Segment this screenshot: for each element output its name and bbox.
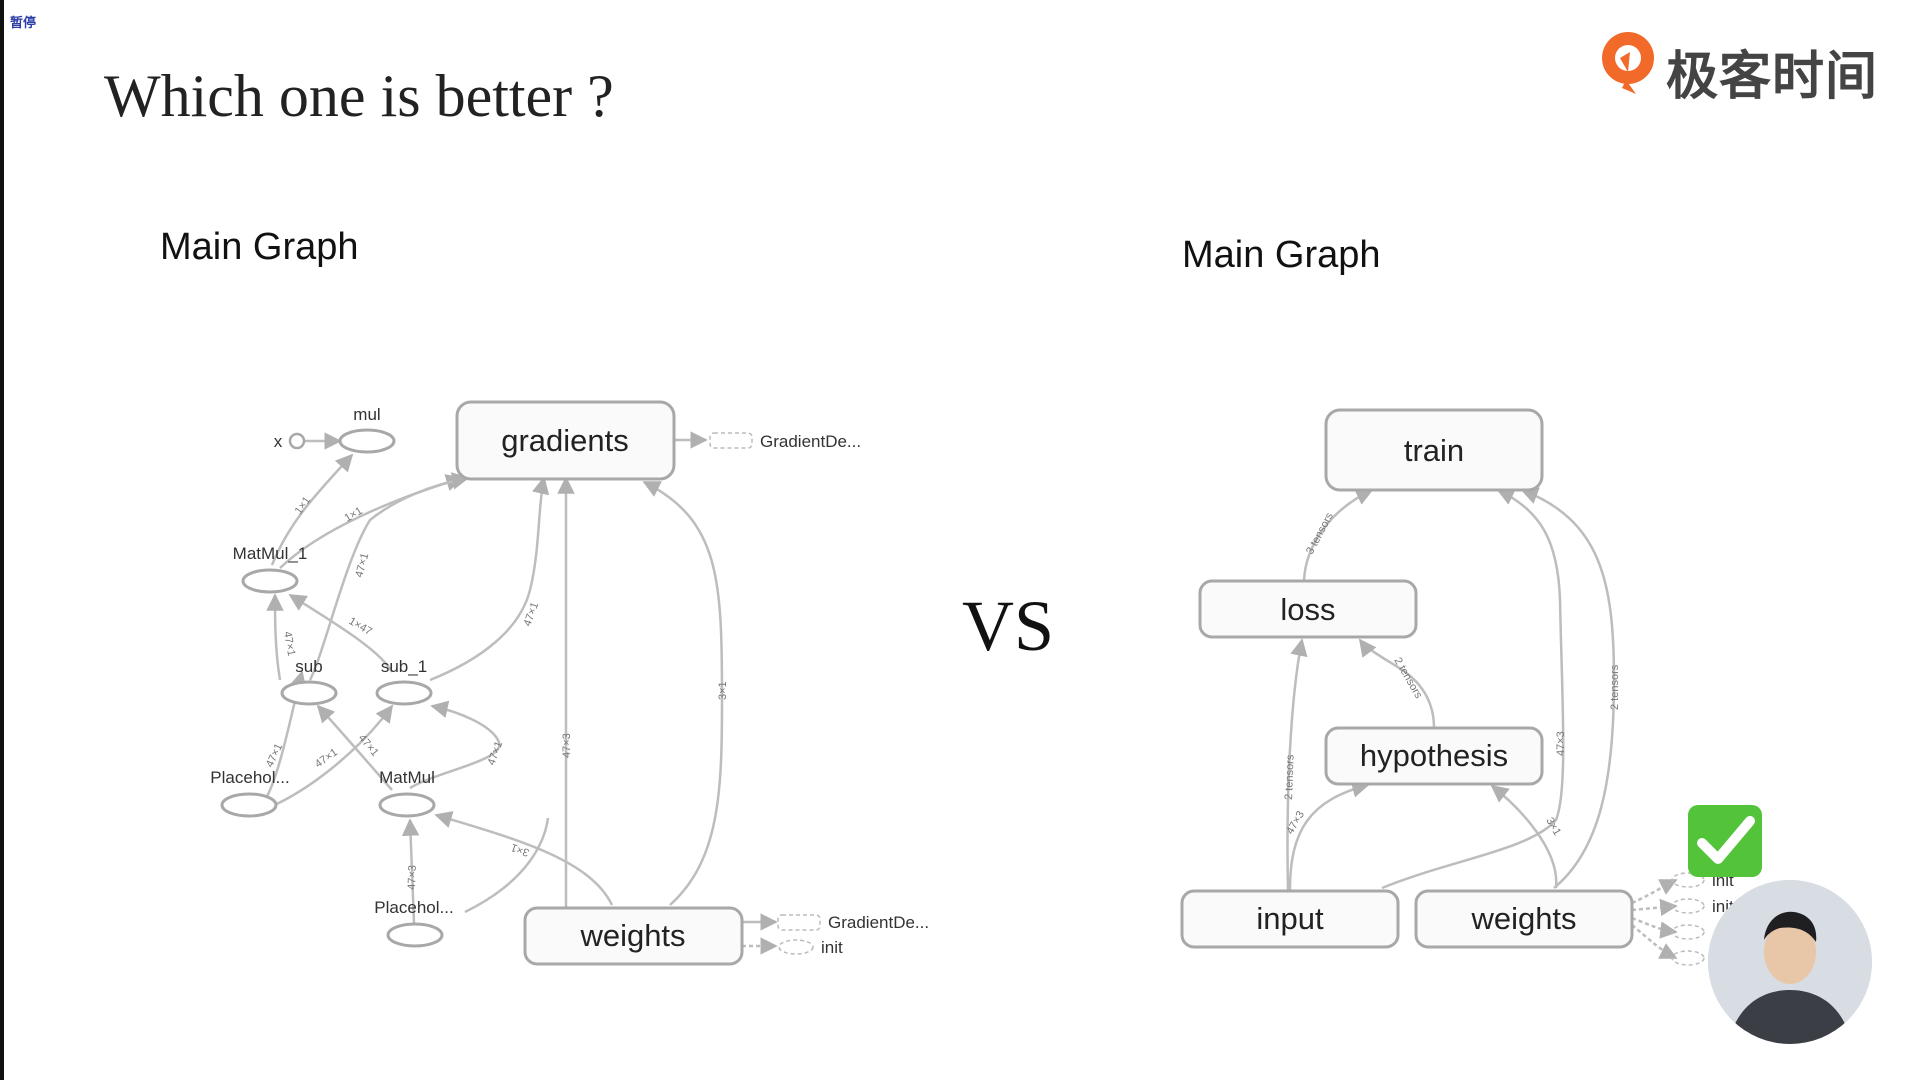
node-gradients[interactable] xyxy=(455,400,676,481)
presenter-webcam xyxy=(1708,880,1872,1044)
vs-label: VS xyxy=(962,586,1055,666)
node-sub[interactable] xyxy=(280,680,338,706)
left-graph-nodes: gradients weights mul x MatMul_1 sub sub… xyxy=(210,400,929,966)
node-matmul-label: MatMul xyxy=(379,768,435,787)
brand-logo-text: 极客时间 xyxy=(1666,47,1879,107)
node-gradient-descent-bottom-label: GradientDe... xyxy=(828,913,929,932)
node-train[interactable] xyxy=(1324,408,1544,492)
pause-tag[interactable]: 暂停 xyxy=(10,16,37,31)
edge-label-weights-grad-right: 3×1 xyxy=(717,681,729,700)
node-init-right-4[interactable] xyxy=(1671,950,1705,966)
edge-sub1-gradients xyxy=(429,476,550,682)
edge-label-matmul-sub1: 47×1 xyxy=(486,740,506,767)
edge-weights-init-4 xyxy=(1631,924,1678,960)
left-edge-bar xyxy=(0,0,4,1080)
node-mul[interactable] xyxy=(338,428,396,454)
node-train-label: train xyxy=(1404,433,1464,468)
right-graph-title: Main Graph xyxy=(1182,234,1381,276)
node-weights-right[interactable] xyxy=(1414,889,1634,949)
edge-label-sub-grad: 47×1 xyxy=(353,552,371,579)
edge-label-loss-train: 3 tensors xyxy=(1304,510,1336,556)
edge-label-x-mul: 1×1 xyxy=(293,495,314,517)
node-matmul[interactable] xyxy=(378,792,436,818)
edge-input-hyp xyxy=(1288,780,1370,891)
right-graph-nodes: train loss hypothesis input weights init… xyxy=(1180,408,1734,966)
edge-sub-matmul1 xyxy=(266,593,284,681)
node-placeholder-b[interactable] xyxy=(386,922,444,948)
presenter-avatar-icon xyxy=(1708,880,1872,1044)
node-loss-label: loss xyxy=(1280,592,1335,627)
left-graph-edges xyxy=(263,431,778,955)
edge-matmul1-mul xyxy=(270,453,354,566)
node-placeholder-a[interactable] xyxy=(220,792,278,818)
node-matmul-1-label: MatMul_1 xyxy=(233,544,308,563)
brand-logo-icon xyxy=(1602,32,1654,94)
node-x-label: x xyxy=(274,432,283,451)
edge-sub1-matmul1 xyxy=(288,593,394,673)
edge-label-matmul1-grad: 1×1 xyxy=(343,505,365,525)
edge-matmul-sub xyxy=(316,704,393,791)
node-weights-left-label: weights xyxy=(579,918,685,953)
node-weights-left[interactable] xyxy=(523,906,744,966)
edge-weights-hyp xyxy=(1490,784,1558,889)
node-weights-right-label: weights xyxy=(1470,901,1576,936)
node-placeholder-a-label: Placehol... xyxy=(210,768,289,787)
edge-weights-gradients-right xyxy=(642,480,724,906)
node-sub-label: sub xyxy=(295,657,322,676)
brand-logo: 极客时间 xyxy=(1596,28,1886,107)
edge-input-loss xyxy=(1286,638,1308,891)
edge-label-weights-grad-mid: 47×3 xyxy=(561,733,573,758)
edge-weights-init-2 xyxy=(1631,898,1678,917)
edge-weights-train-b xyxy=(1520,487,1616,889)
node-input[interactable] xyxy=(1180,889,1400,949)
right-graph-edge-labels: 3 tensors 2 tensors 2 tensors 47×3 3×1 4… xyxy=(1283,510,1621,837)
node-gradient-descent-top-label: GradientDe... xyxy=(760,432,861,451)
edge-hyp-loss xyxy=(1358,638,1436,729)
edge-label-placeholder-matmul: 47×3 xyxy=(406,865,419,890)
node-sub-1[interactable] xyxy=(375,680,433,706)
edge-weights-train-a xyxy=(1381,488,1565,890)
node-sub-1-label: sub_1 xyxy=(381,657,427,676)
edge-weights-init-1 xyxy=(1631,878,1678,905)
edge-weights-matmul-b xyxy=(464,817,550,914)
node-gradients-label: gradients xyxy=(501,423,629,458)
node-init-left-label: init xyxy=(821,938,843,957)
node-loss[interactable] xyxy=(1198,579,1418,639)
edge-label-matmul-sub: 47×1 xyxy=(356,732,381,759)
node-placeholder-b-label: Placehol... xyxy=(374,898,453,917)
node-input-label: input xyxy=(1256,901,1324,936)
node-matmul-1[interactable] xyxy=(241,568,299,594)
node-mul-label: mul xyxy=(353,405,380,424)
edge-sub-gradients xyxy=(308,472,470,681)
node-hypothesis-label: hypothesis xyxy=(1360,738,1508,773)
checkmark-icon xyxy=(1688,805,1762,877)
edge-matmul-sub1 xyxy=(409,700,501,790)
left-graph-title: Main Graph xyxy=(160,226,359,268)
edge-label-input-loss: 2 tensors xyxy=(1283,754,1297,800)
node-init-left[interactable] xyxy=(778,939,814,955)
node-init-right-1[interactable] xyxy=(1671,872,1705,888)
node-gradient-descent-top[interactable] xyxy=(709,432,753,449)
slide-title: Which one is better ? xyxy=(104,63,614,129)
node-x[interactable] xyxy=(288,432,306,450)
right-graph-edges xyxy=(1286,487,1678,960)
node-hypothesis[interactable] xyxy=(1324,726,1544,786)
edge-placeholder-matmul xyxy=(401,818,420,924)
edge-loss-train xyxy=(1302,488,1374,581)
node-init-right-2[interactable] xyxy=(1671,898,1705,914)
node-init-right-3[interactable] xyxy=(1671,924,1705,940)
edge-weights-matmul xyxy=(434,811,614,906)
edge-placeholder-sub1 xyxy=(267,704,394,810)
node-gradient-descent-bottom[interactable] xyxy=(777,914,821,931)
edge-label-weights-train-a: 47×3 xyxy=(1555,731,1567,756)
edge-label-hyp-loss: 2 tensors xyxy=(1391,656,1424,702)
edge-label-weights-train-b: 2 tensors xyxy=(1609,664,1621,710)
edge-label-placeholder-sub1: 47×1 xyxy=(313,746,340,770)
edge-label-matmul1-sub: 47×1 xyxy=(281,630,297,656)
edge-label-weights-hyp: 3×1 xyxy=(1543,816,1563,838)
